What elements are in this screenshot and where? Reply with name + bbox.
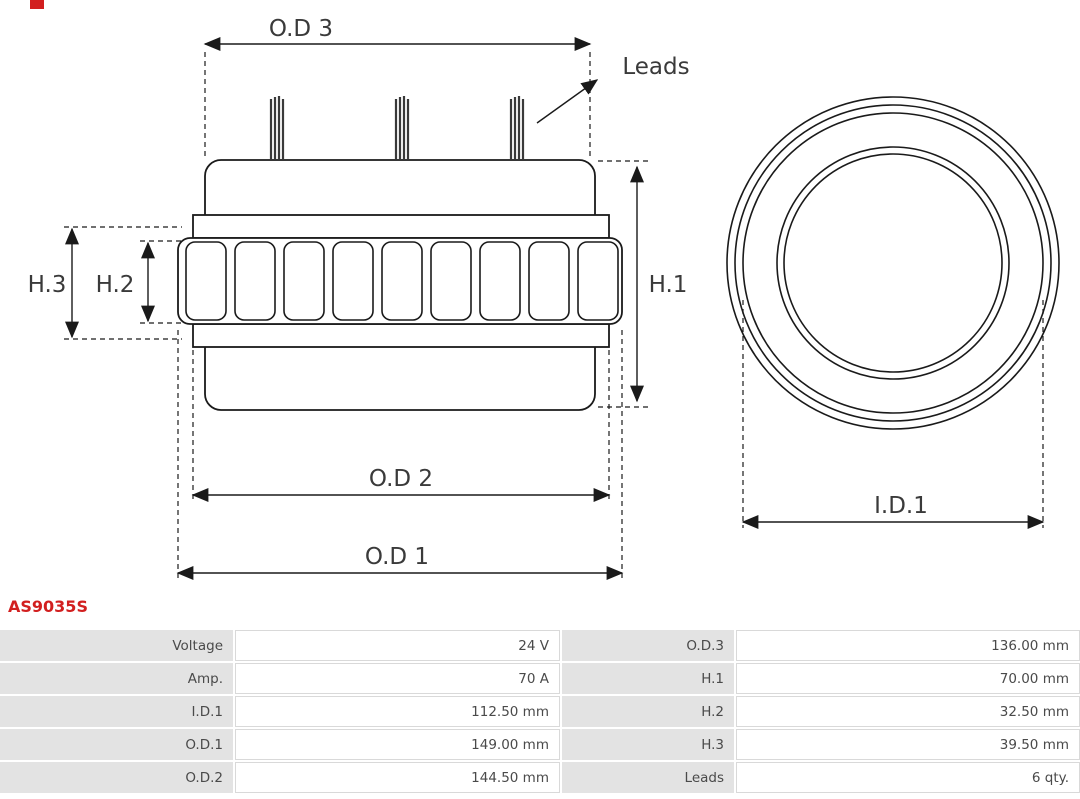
core-slots — [185, 241, 619, 321]
part-number: AS9035S — [8, 597, 88, 616]
dimension-label-h2: H.2 — [96, 272, 135, 298]
dimension-label-od3: O.D 3 — [269, 16, 333, 42]
stator-inner-circle — [783, 153, 1003, 373]
spec-label: O.D.2 — [0, 762, 233, 793]
spec-value: 136.00 mm — [736, 630, 1080, 661]
stator-side-view — [177, 96, 623, 411]
spec-label: I.D.1 — [0, 696, 233, 727]
table-row: Voltage 24 V O.D.3 136.00 mm — [0, 630, 1080, 661]
stator-front-view — [726, 96, 1060, 430]
spec-value: 39.50 mm — [736, 729, 1080, 760]
dimension-label-od1: O.D 1 — [365, 544, 429, 570]
spec-label: H.3 — [562, 729, 734, 760]
stator-flange-bottom — [192, 323, 610, 348]
dimension-h1: H.1 — [598, 160, 688, 408]
stator-technical-drawing: O.D 3 Leads H.1 H.3 H.2 — [28, 16, 1060, 580]
table-row: O.D.1 149.00 mm H.3 39.50 mm — [0, 729, 1080, 760]
spec-value: 70.00 mm — [736, 663, 1080, 694]
dimension-id1: I.D.1 — [741, 300, 1045, 529]
table-row: I.D.1 112.50 mm H.2 32.50 mm — [0, 696, 1080, 727]
specs-table: Voltage 24 V O.D.3 136.00 mm Amp. 70 A H… — [0, 630, 1080, 795]
dimension-od2: O.D 2 — [191, 350, 611, 502]
spec-value: 32.50 mm — [736, 696, 1080, 727]
spec-label: H.1 — [562, 663, 734, 694]
spec-value: 144.50 mm — [235, 762, 560, 793]
stator-flange-top — [192, 214, 610, 239]
dimension-label-h3: H.3 — [28, 272, 67, 298]
leads-wires — [269, 96, 525, 159]
spec-value: 149.00 mm — [235, 729, 560, 760]
stator-outer-circle — [726, 96, 1060, 430]
spec-label: H.2 — [562, 696, 734, 727]
table-row: O.D.2 144.50 mm Leads 6 qty. — [0, 762, 1080, 793]
spec-label: Voltage — [0, 630, 233, 661]
dimension-label-h1: H.1 — [649, 272, 688, 298]
dimension-h3: H.3 — [28, 226, 182, 340]
spec-value: 112.50 mm — [235, 696, 560, 727]
spec-value: 70 A — [235, 663, 560, 694]
table-row: Amp. 70 A H.1 70.00 mm — [0, 663, 1080, 694]
spec-value: 6 qty. — [736, 762, 1080, 793]
dimension-h2: H.2 — [96, 240, 182, 324]
spec-label: O.D.1 — [0, 729, 233, 760]
dimension-label-od2: O.D 2 — [369, 466, 433, 492]
leads-label: Leads — [622, 54, 689, 80]
dimension-od1: O.D 1 — [176, 330, 624, 580]
spec-label: Amp. — [0, 663, 233, 694]
leads-callout: Leads — [536, 54, 690, 124]
dimension-label-id1: I.D.1 — [874, 493, 928, 519]
spec-label: O.D.3 — [562, 630, 734, 661]
spec-value: 24 V — [235, 630, 560, 661]
red-marker — [30, 0, 44, 9]
spec-label: Leads — [562, 762, 734, 793]
dimension-od3: O.D 3 — [203, 16, 592, 158]
